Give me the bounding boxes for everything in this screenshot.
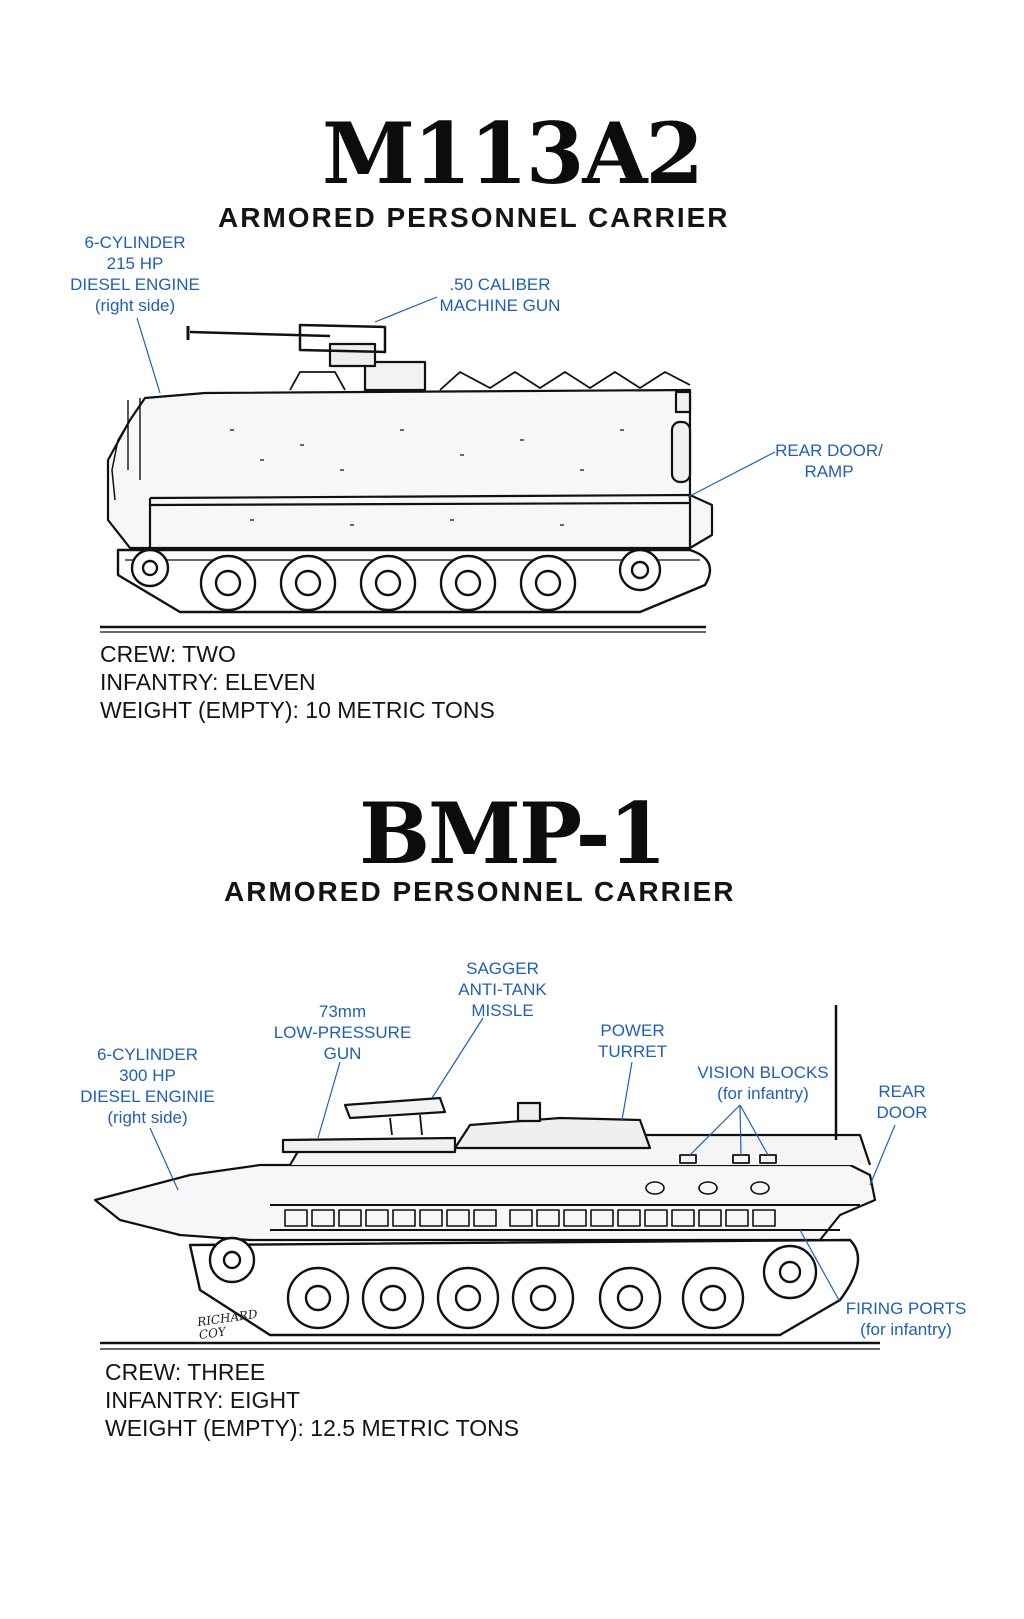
callout-line: (for infantry)	[717, 1084, 809, 1103]
spec-crew: CREW: TWO	[100, 641, 236, 667]
callout-line: ANTI-TANK	[458, 980, 547, 999]
callout-line: GUN	[323, 1044, 362, 1063]
bmp-missile-leader	[431, 1017, 484, 1099]
bmp-main-gun	[281, 1136, 457, 1154]
callout-line: MISSLE	[471, 1001, 534, 1020]
callout-line: SAGGER	[466, 959, 539, 978]
callout-line: (right side)	[107, 1108, 188, 1127]
callout-line: (right side)	[94, 296, 176, 315]
callout-line: DOOR	[876, 1103, 928, 1122]
m113-gun-leader	[374, 296, 438, 323]
callout-line: LOW-PRESSURE	[273, 1023, 412, 1042]
callout-line: DIESEL ENGINIE	[80, 1087, 215, 1106]
callout-line: RAMP	[804, 462, 854, 481]
bmp-ports-leader	[799, 1229, 841, 1303]
callout-line: POWER	[600, 1021, 665, 1040]
callout-line: MACHINE GUN	[439, 296, 561, 315]
bmp-ports-callout: FIRING PORTS (for infantry)	[836, 1298, 976, 1340]
bmp-sagger-missile	[343, 1096, 447, 1120]
m113-track	[116, 548, 712, 614]
bmp-gun-callout: 73mm LOW-PRESSURE GUN	[265, 1001, 420, 1064]
m113-roof-rack	[289, 371, 691, 391]
m113-rear-leader	[687, 451, 776, 498]
bmp-hull	[93, 1163, 877, 1242]
spec-infantry: INFANTRY: ELEVEN	[100, 669, 316, 695]
callout-line: 300 HP	[119, 1066, 176, 1085]
callout-line: REAR DOOR/	[775, 441, 883, 460]
callout-line: (for infantry)	[860, 1320, 952, 1339]
bmp-road-wheels	[208, 1236, 818, 1330]
callout-line: 73mm	[318, 1002, 367, 1021]
callout-line: 6-CYLINDER	[96, 1045, 199, 1064]
callout-line: 215 HP	[106, 254, 164, 273]
m113-hull	[106, 388, 714, 550]
spec-infantry: INFANTRY: EIGHT	[105, 1387, 301, 1413]
m113-engine-callout: 6-CYLINDER 215 HP DIESEL ENGINE (right s…	[60, 232, 210, 316]
spec-crew: CREW: THREE	[105, 1359, 266, 1385]
m113-side-skirt	[149, 493, 691, 500]
m113-road-wheels	[130, 548, 662, 612]
bmp-specs: CREW: THREE INFANTRY: EIGHT WEIGHT (EMPT…	[105, 1358, 519, 1442]
callout-line: .50 CALIBER	[449, 275, 551, 294]
bmp-engine-callout: 6-CYLINDER 300 HP DIESEL ENGINIE (right …	[70, 1044, 225, 1128]
bmp-title: BMP-1	[359, 784, 667, 883]
callout-line: 6-CYLINDER	[84, 233, 186, 252]
bmp-vision-leader-3	[739, 1104, 769, 1156]
bmp-turret	[453, 1116, 652, 1150]
callout-line: VISION BLOCKS	[697, 1063, 829, 1082]
bmp-rear-callout: REAR DOOR	[862, 1081, 942, 1123]
bmp-vision-callout: VISION BLOCKS (for infantry)	[688, 1062, 838, 1104]
m113-title: M113A2	[322, 104, 704, 203]
m113-subtitle: ARMORED PERSONNEL CARRIER	[218, 202, 730, 233]
m113-rear-callout: REAR DOOR/ RAMP	[764, 440, 894, 482]
bmp-subtitle: ARMORED PERSONNEL CARRIER	[224, 876, 736, 907]
bmp-vision-leader-1	[689, 1104, 741, 1156]
bmp-side-skirt	[270, 1204, 860, 1231]
callout-line: FIRING PORTS	[845, 1299, 967, 1318]
m113-specs: CREW: TWO INFANTRY: ELEVEN WEIGHT (EMPTY…	[100, 640, 495, 724]
bmp-turret-leader	[621, 1061, 633, 1121]
bmp-drawing	[93, 1005, 880, 1350]
bmp-vision-leader-2	[739, 1104, 742, 1156]
bmp-turret-callout: POWER TURRET	[585, 1020, 680, 1062]
bmp-track	[188, 1238, 860, 1337]
spec-weight: WEIGHT (EMPTY): 12.5 METRIC TONS	[105, 1415, 520, 1441]
m113-machine-gun	[189, 323, 387, 354]
callout-line: DIESEL ENGINE	[70, 275, 200, 294]
callout-line: REAR	[878, 1082, 926, 1101]
bmp-missile-callout: SAGGER ANTI-TANK MISSLE	[440, 958, 565, 1021]
m113-engine-leader	[136, 317, 161, 394]
callout-line: TURRET	[598, 1042, 667, 1061]
m113-gun-callout: .50 CALIBER MACHINE GUN	[420, 274, 580, 316]
spec-weight: WEIGHT (EMPTY): 10 METRIC TONS	[100, 697, 495, 723]
bmp-gun-leader	[317, 1061, 341, 1139]
bmp-engine-leader	[149, 1127, 179, 1191]
m113-drawing	[100, 323, 714, 633]
bmp-rear-leader	[869, 1124, 896, 1186]
